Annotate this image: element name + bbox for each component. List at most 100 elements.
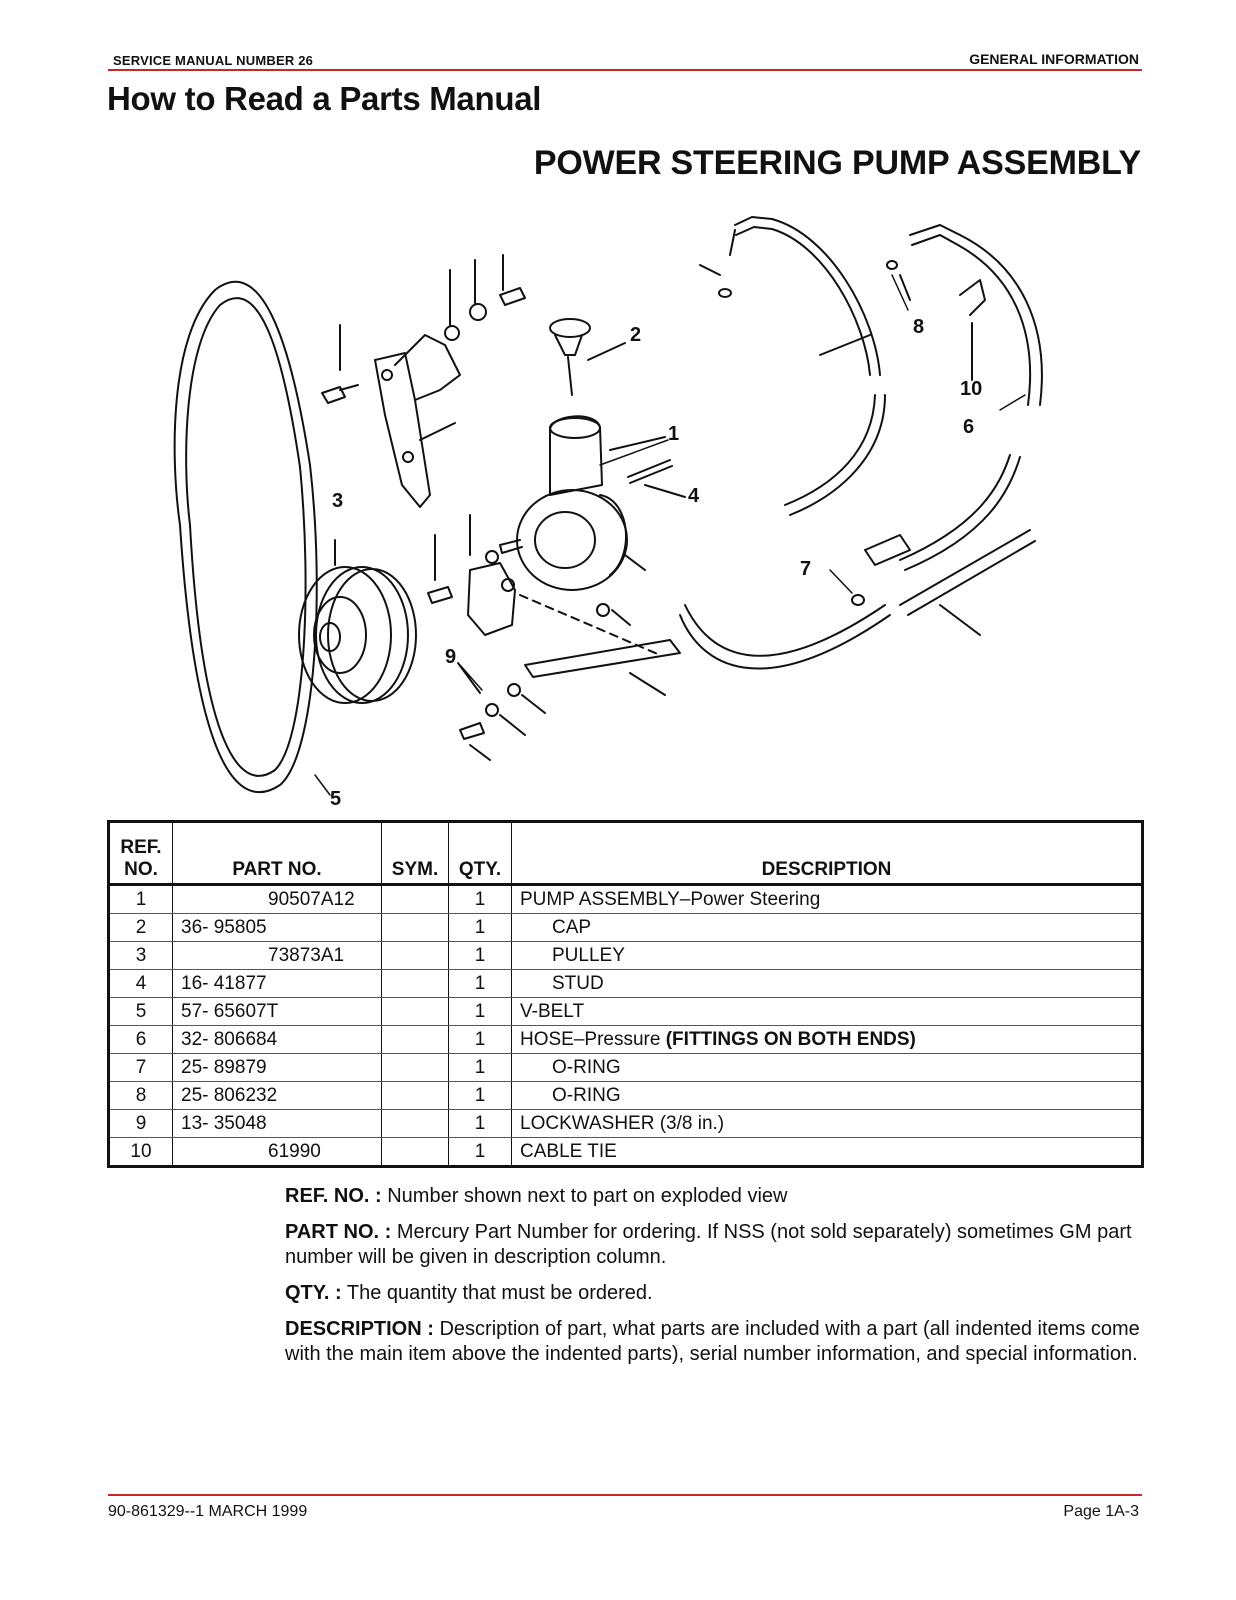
cell-qty: 1 <box>448 884 512 914</box>
cell-sym <box>381 997 449 1026</box>
col-description: DESCRIPTION <box>511 821 1143 886</box>
cell-sym <box>381 913 449 942</box>
pulley-part <box>298 539 417 704</box>
callout-leader-lines <box>314 274 1026 796</box>
cell-qty: 1 <box>448 1025 512 1054</box>
callout-10: 10 <box>960 378 982 400</box>
callout-9: 9 <box>445 646 456 668</box>
cell-qty: 1 <box>448 997 512 1026</box>
cell-part-no: 73873A1 <box>172 941 382 970</box>
cell-part-no: 25- 89879 <box>172 1053 382 1082</box>
callout-4: 4 <box>688 485 700 507</box>
callout-5: 5 <box>330 788 341 810</box>
cell-qty: 1 <box>448 941 512 970</box>
cell-sym <box>381 1109 449 1138</box>
cell-description: V-BELT <box>511 997 1143 1026</box>
header-section-name: GENERAL INFORMATION <box>969 51 1139 67</box>
cell-sym <box>381 1025 449 1054</box>
cell-description: CAP <box>511 913 1143 942</box>
cell-part-no: 32- 806684 <box>172 1025 382 1054</box>
cell-ref-no: 9 <box>108 1109 173 1138</box>
header-rule <box>108 69 1142 71</box>
note-description: DESCRIPTION : Description of part, what … <box>285 1318 1140 1365</box>
callout-7: 7 <box>800 558 811 580</box>
assembly-title: POWER STEERING PUMP ASSEMBLY <box>533 144 1141 182</box>
callout-1: 1 <box>668 423 679 445</box>
callout-2: 2 <box>630 324 641 346</box>
cell-description: O-RING <box>511 1081 1143 1110</box>
page-title: How to Read a Parts Manual <box>107 80 542 117</box>
cell-part-no: 57- 65607T <box>172 997 382 1026</box>
cell-ref-no: 7 <box>108 1053 173 1082</box>
parts-table: REF.NO. PART NO. SYM. QTY. DESCRIPTION 1… <box>107 820 1144 1168</box>
footer-rule <box>108 1494 1142 1496</box>
cap-part <box>549 318 626 396</box>
cell-qty: 1 <box>448 1081 512 1110</box>
cell-description: LOCKWASHER (3/8 in.) <box>511 1109 1143 1138</box>
cell-ref-no: 3 <box>108 941 173 970</box>
cell-description: STUD <box>511 969 1143 998</box>
cell-sym <box>381 884 449 914</box>
cell-qty: 1 <box>448 1109 512 1138</box>
cell-description: HOSE–Pressure (FITTINGS ON BOTH ENDS) <box>511 1025 1143 1054</box>
cell-sym <box>381 1081 449 1110</box>
cell-ref-no: 6 <box>108 1025 173 1054</box>
cell-part-no: 90507A12 <box>172 884 382 914</box>
table-header-row: REF.NO. PART NO. SYM. QTY. DESCRIPTION <box>108 821 1143 886</box>
bracket-lower <box>427 514 681 761</box>
cell-part-no: 16- 41877 <box>172 969 382 998</box>
cell-qty: 1 <box>448 969 512 998</box>
note-part-no: PART NO. : Mercury Part Number for order… <box>285 1221 1132 1268</box>
cell-part-no: 36- 95805 <box>172 913 382 942</box>
cell-description: O-RING <box>511 1053 1143 1082</box>
pressure-hose-part <box>679 216 1043 670</box>
callout-3: 3 <box>332 490 343 512</box>
cell-sym <box>381 969 449 998</box>
note-ref-no: REF. NO. : Number shown next to part on … <box>285 1185 788 1207</box>
exploded-view-diagram: 2 1 4 3 8 10 6 7 9 5 <box>173 216 1043 810</box>
cell-description: PUMP ASSEMBLY–Power Steering <box>511 884 1143 914</box>
callout-6: 6 <box>963 416 974 438</box>
note-qty: QTY. : The quantity that must be ordered… <box>285 1282 653 1304</box>
cell-part-no: 25- 806232 <box>172 1081 382 1110</box>
cell-qty: 1 <box>448 1137 512 1167</box>
cell-sym <box>381 1053 449 1082</box>
cell-ref-no: 2 <box>108 913 173 942</box>
col-qty: QTY. <box>448 821 512 886</box>
cell-description: CABLE TIE <box>511 1137 1143 1167</box>
cell-ref-no: 5 <box>108 997 173 1026</box>
callout-8: 8 <box>913 316 924 338</box>
col-sym: SYM. <box>381 821 449 886</box>
cell-ref-no: 8 <box>108 1081 173 1110</box>
v-belt-part <box>173 280 318 794</box>
header-manual-number: SERVICE MANUAL NUMBER 26 <box>113 53 314 68</box>
legend-notes: REF. NO. : Number shown next to part on … <box>285 1184 1145 1378</box>
cell-sym <box>381 1137 449 1167</box>
cell-part-no: 13- 35048 <box>172 1109 382 1138</box>
bracket-upper <box>321 254 526 508</box>
cell-part-no: 61990 <box>172 1137 382 1167</box>
cell-qty: 1 <box>448 1053 512 1082</box>
cell-ref-no: 1 <box>108 884 173 914</box>
cell-description: PULLEY <box>511 941 1143 970</box>
cell-ref-no: 4 <box>108 969 173 998</box>
footer-page-number: Page 1A-3 <box>1063 1503 1139 1520</box>
footer-doc-number: 90-861329--1 MARCH 1999 <box>108 1503 308 1520</box>
pump-assembly-part <box>499 415 686 591</box>
cell-qty: 1 <box>448 913 512 942</box>
col-part-no: PART NO. <box>172 821 382 886</box>
cell-ref-no: 10 <box>130 1140 152 1162</box>
col-ref-no: REF.NO. <box>108 821 173 886</box>
cell-sym <box>381 941 449 970</box>
